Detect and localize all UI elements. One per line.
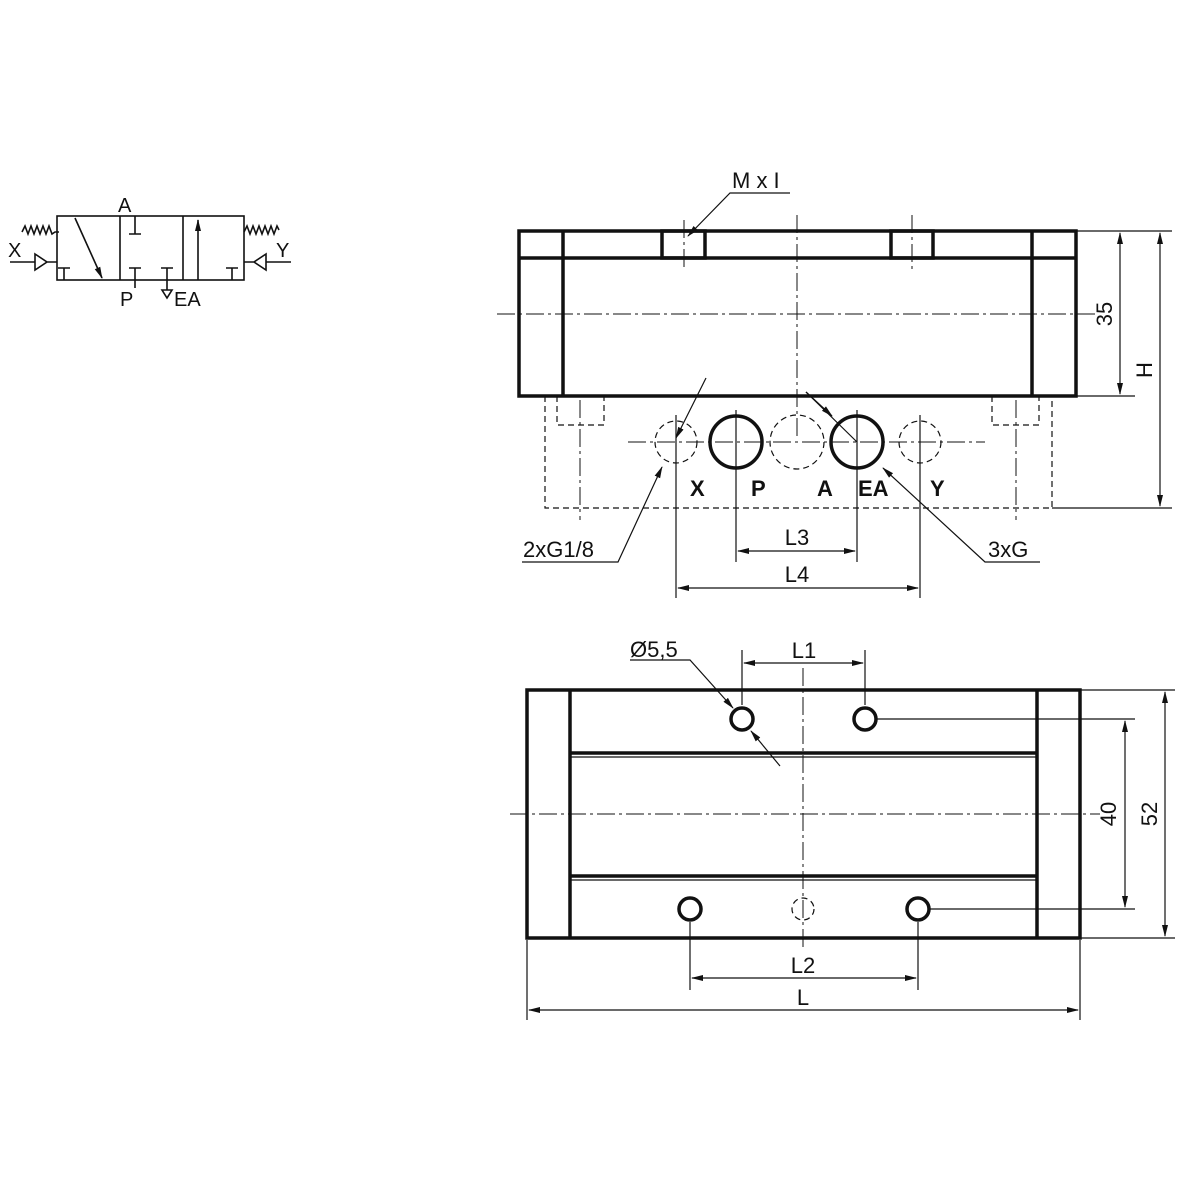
main-thread-label: 3xG bbox=[988, 537, 1028, 562]
hidden-hole bbox=[791, 897, 815, 921]
front-view: X P A EA Y M x I 2xG1/8 3xG 35 H L3 L4 bbox=[497, 168, 1172, 598]
thread-callout: M x I bbox=[732, 168, 780, 193]
dim-l1: L1 bbox=[792, 638, 816, 663]
dim-40: 40 bbox=[1096, 802, 1121, 826]
dim-l4: L4 bbox=[785, 562, 809, 587]
plan-view: Ø5,5 L1 40 52 L2 L bbox=[510, 637, 1175, 1020]
mount-hole bbox=[729, 706, 755, 732]
port-label-ea: EA bbox=[858, 476, 889, 501]
dim-l2: L2 bbox=[791, 953, 815, 978]
symbol-port-a: A bbox=[118, 195, 132, 217]
dim-35: 35 bbox=[1092, 302, 1117, 326]
symbol-port-p: P bbox=[120, 289, 133, 311]
valve-symbol: A P EA X Y bbox=[8, 195, 291, 311]
symbol-port-ea: EA bbox=[174, 289, 201, 311]
pilot-thread-label: 2xG1/8 bbox=[523, 537, 594, 562]
port-a-circle bbox=[769, 414, 825, 470]
spring-left-icon bbox=[21, 223, 59, 237]
dim-l3: L3 bbox=[785, 525, 809, 550]
spring-right-icon bbox=[243, 223, 280, 237]
pilot-y-icon bbox=[244, 252, 291, 272]
dim-52: 52 bbox=[1137, 802, 1162, 826]
dim-h: H bbox=[1132, 362, 1157, 378]
symbol-pilot-x: X bbox=[8, 240, 21, 262]
port-label-p: P bbox=[751, 476, 766, 501]
dim-l: L bbox=[797, 985, 809, 1010]
pilot-x-icon bbox=[10, 252, 57, 272]
hole-diameter-label: Ø5,5 bbox=[630, 637, 678, 662]
symbol-pilot-y: Y bbox=[276, 240, 289, 262]
mount-hole bbox=[852, 706, 878, 732]
port-label-x: X bbox=[690, 476, 705, 501]
port-label-a: A bbox=[817, 476, 833, 501]
mount-hole bbox=[677, 896, 703, 922]
mount-hole bbox=[905, 896, 931, 922]
port-label-y: Y bbox=[930, 476, 945, 501]
